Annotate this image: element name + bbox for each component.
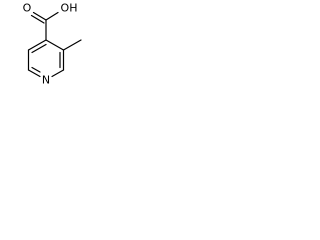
carbonyl-bond-outer	[32, 11, 47, 21]
methyl-bond	[62, 39, 82, 51]
ring-bond-c2-n	[51, 69, 65, 78]
chemical-structure: O OH N	[23, 2, 82, 87]
ring-bond-n-c6	[27, 69, 41, 78]
hydroxyl-bond	[45, 11, 59, 21]
carbonyl-oxygen-label: O	[23, 2, 32, 15]
hydroxyl-label: OH	[61, 2, 78, 15]
ring-bond-n-c6-inner	[31, 66, 41, 73]
carbonyl-bond-inner	[30, 14, 45, 24]
ring-nitrogen-label: N	[42, 74, 50, 87]
ring-bond-c5-c4-inner	[31, 43, 47, 54]
ring-bond-c5-c4	[27, 39, 47, 51]
ring-bond-c4-c3	[45, 39, 65, 51]
